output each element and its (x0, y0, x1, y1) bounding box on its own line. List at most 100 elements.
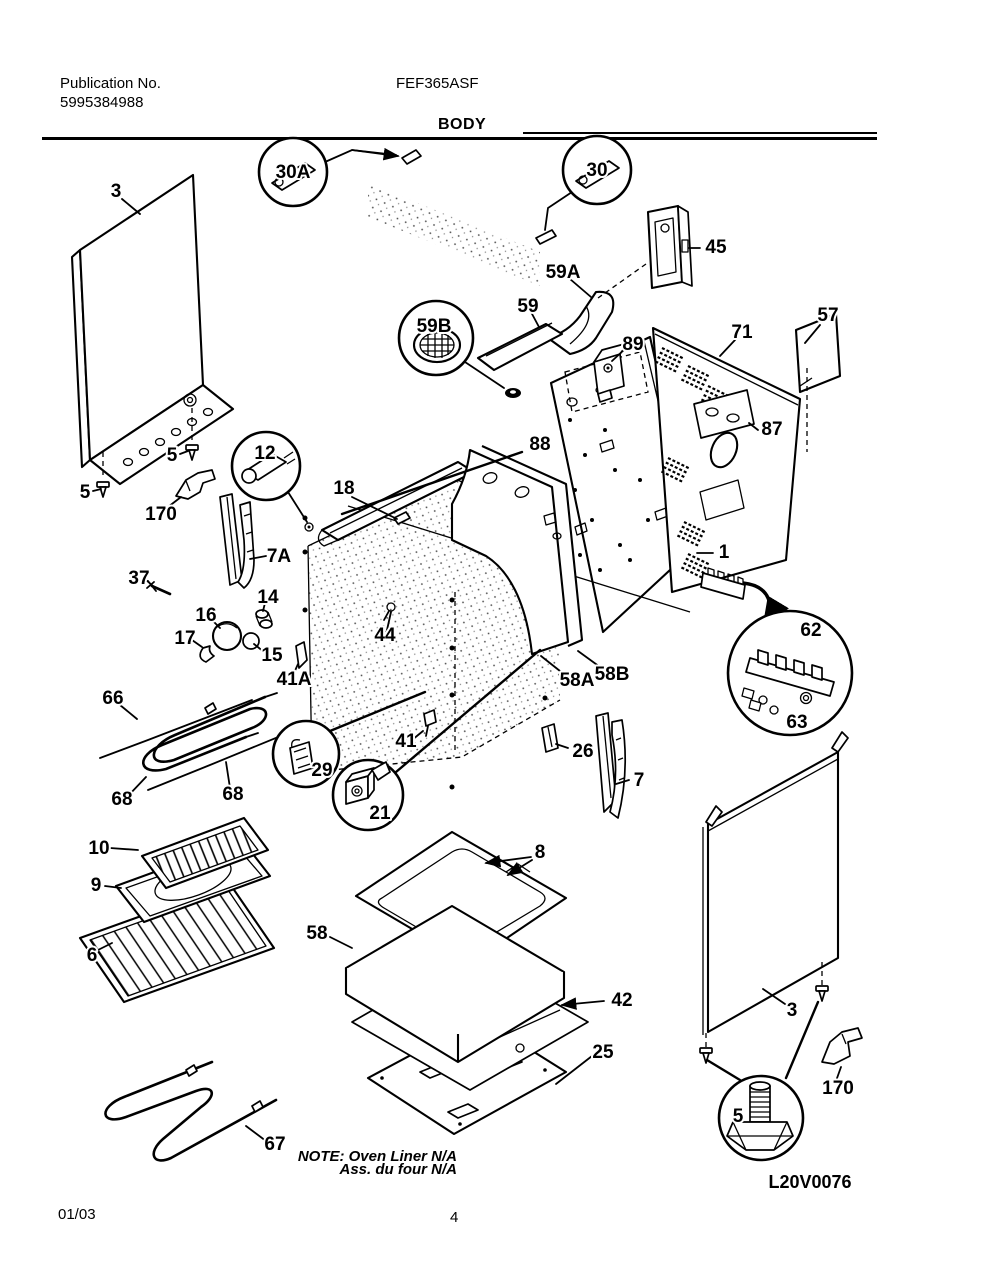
part-label-17: 17 (174, 628, 195, 649)
part-label-63: 63 (786, 712, 807, 733)
part-label-3: 3 (111, 181, 122, 202)
part-label-170: 170 (822, 1078, 854, 1099)
part-16-lamp-cover (211, 620, 243, 652)
part-label-88: 88 (529, 434, 550, 455)
part-label-3: 3 (787, 1000, 798, 1021)
part-label-1: 1 (719, 542, 730, 563)
part-label-89: 89 (622, 334, 643, 355)
part-label-26: 26 (572, 741, 593, 762)
ground-clip-targets (401, 149, 557, 245)
part-59A-duct (546, 290, 615, 356)
part-87-plate (693, 389, 755, 439)
callout-contents (241, 160, 835, 1151)
callout-5-leveling-leg (726, 1081, 794, 1151)
part-label-170: 170 (145, 504, 177, 525)
part-3-right-panel (702, 731, 849, 1082)
part-label-59: 59 (517, 296, 538, 317)
part-label-41A: 41A (277, 669, 312, 690)
part-label-9: 9 (91, 875, 102, 896)
part-label-18: 18 (333, 478, 354, 499)
publication-number: 5995384988 (60, 94, 144, 111)
part-67-bake-element (104, 1060, 278, 1162)
note-line-1: NOTE: Oven Liner N/A (298, 1148, 457, 1165)
section-title: BODY (438, 116, 487, 133)
part-label-10: 10 (88, 838, 109, 859)
part-label-58: 58 (306, 923, 327, 944)
part-label-30A: 30A (276, 162, 311, 183)
part-7A-hinge (219, 493, 255, 589)
callout-29-bracket (289, 739, 314, 775)
part-26-clip (541, 723, 559, 753)
part-label-45: 45 (705, 237, 727, 258)
part-label-29: 29 (311, 760, 332, 781)
part-label-67: 67 (264, 1134, 285, 1155)
callout-21-nut-clip (345, 761, 391, 805)
callout-30-clip (575, 160, 620, 189)
part-41-clip (423, 709, 437, 737)
header-rule-main (42, 137, 877, 140)
part-45-bracket-box (646, 204, 693, 290)
part-58AB-side-spacer (450, 445, 584, 656)
callout-30A-clip (271, 162, 316, 191)
part-label-59B: 59B (417, 316, 452, 337)
part-label-8: 8 (535, 842, 546, 863)
oven-light-parts (146, 522, 396, 663)
header-rule-short (523, 132, 877, 134)
lamp-receptacle-target (304, 522, 314, 532)
part-label-41: 41 (395, 731, 417, 752)
footer-page-number: 4 (450, 1209, 459, 1226)
callout-12-lamp-socket (241, 451, 296, 484)
part-17-clip (199, 645, 215, 663)
part-label-16: 16 (195, 605, 216, 626)
footer-date: 01/03 (58, 1206, 96, 1223)
part-label-66: 66 (102, 688, 123, 709)
part-label-44: 44 (374, 625, 396, 646)
part-label-12: 12 (254, 443, 275, 464)
part-7-hinge (595, 712, 627, 819)
part-66-broil-element (142, 692, 278, 772)
arrow-leaders (351, 147, 605, 1010)
part-label-15: 15 (261, 645, 283, 666)
model-number: FEF365ASF (396, 75, 479, 92)
part-label-58A: 58A (560, 670, 595, 691)
part-41A-clip (295, 641, 308, 669)
part-label-37: 37 (128, 568, 149, 589)
part-71-back-panel (651, 326, 802, 594)
part-label-7: 7 (634, 770, 645, 791)
part-label-57: 57 (817, 305, 838, 326)
part-59-duct (476, 322, 564, 398)
part-68-support-rods (99, 699, 306, 791)
publication-label: Publication No. (60, 75, 161, 92)
phantom-maintop-stipple (368, 183, 540, 286)
part-label-14: 14 (257, 587, 279, 608)
part-label-62: 62 (800, 620, 821, 641)
part-3-left-side-panel (70, 173, 235, 486)
part-label-6: 6 (87, 945, 98, 966)
part-label-58B: 58B (595, 664, 630, 685)
part-label-5: 5 (167, 445, 178, 466)
part-label-25: 25 (592, 1042, 614, 1063)
diagram-id-code: L20V0076 (768, 1172, 851, 1192)
part-170-right-bracket (821, 1027, 863, 1065)
part-label-7A: 7A (267, 546, 292, 567)
part-label-5: 5 (80, 482, 91, 503)
note-line-2: Ass. du four N/A (338, 1161, 457, 1178)
part-label-59A: 59A (546, 262, 581, 283)
part-label-68: 68 (111, 789, 132, 810)
part-label-68: 68 (222, 784, 243, 805)
part-170-left-bracket (175, 469, 216, 500)
part-label-5: 5 (733, 1106, 744, 1127)
part-label-87: 87 (761, 419, 782, 440)
part-10-broiler-insert (140, 816, 270, 890)
part-label-71: 71 (731, 322, 753, 343)
part-14-socket (255, 609, 273, 629)
part-label-42: 42 (611, 990, 632, 1011)
part-58-insulation (344, 904, 566, 1064)
dashed-alignment-lines (102, 263, 823, 1048)
callout-59B-vent-cap (412, 326, 462, 364)
part-44-eyelet (383, 602, 396, 621)
terminal-block (700, 567, 789, 630)
